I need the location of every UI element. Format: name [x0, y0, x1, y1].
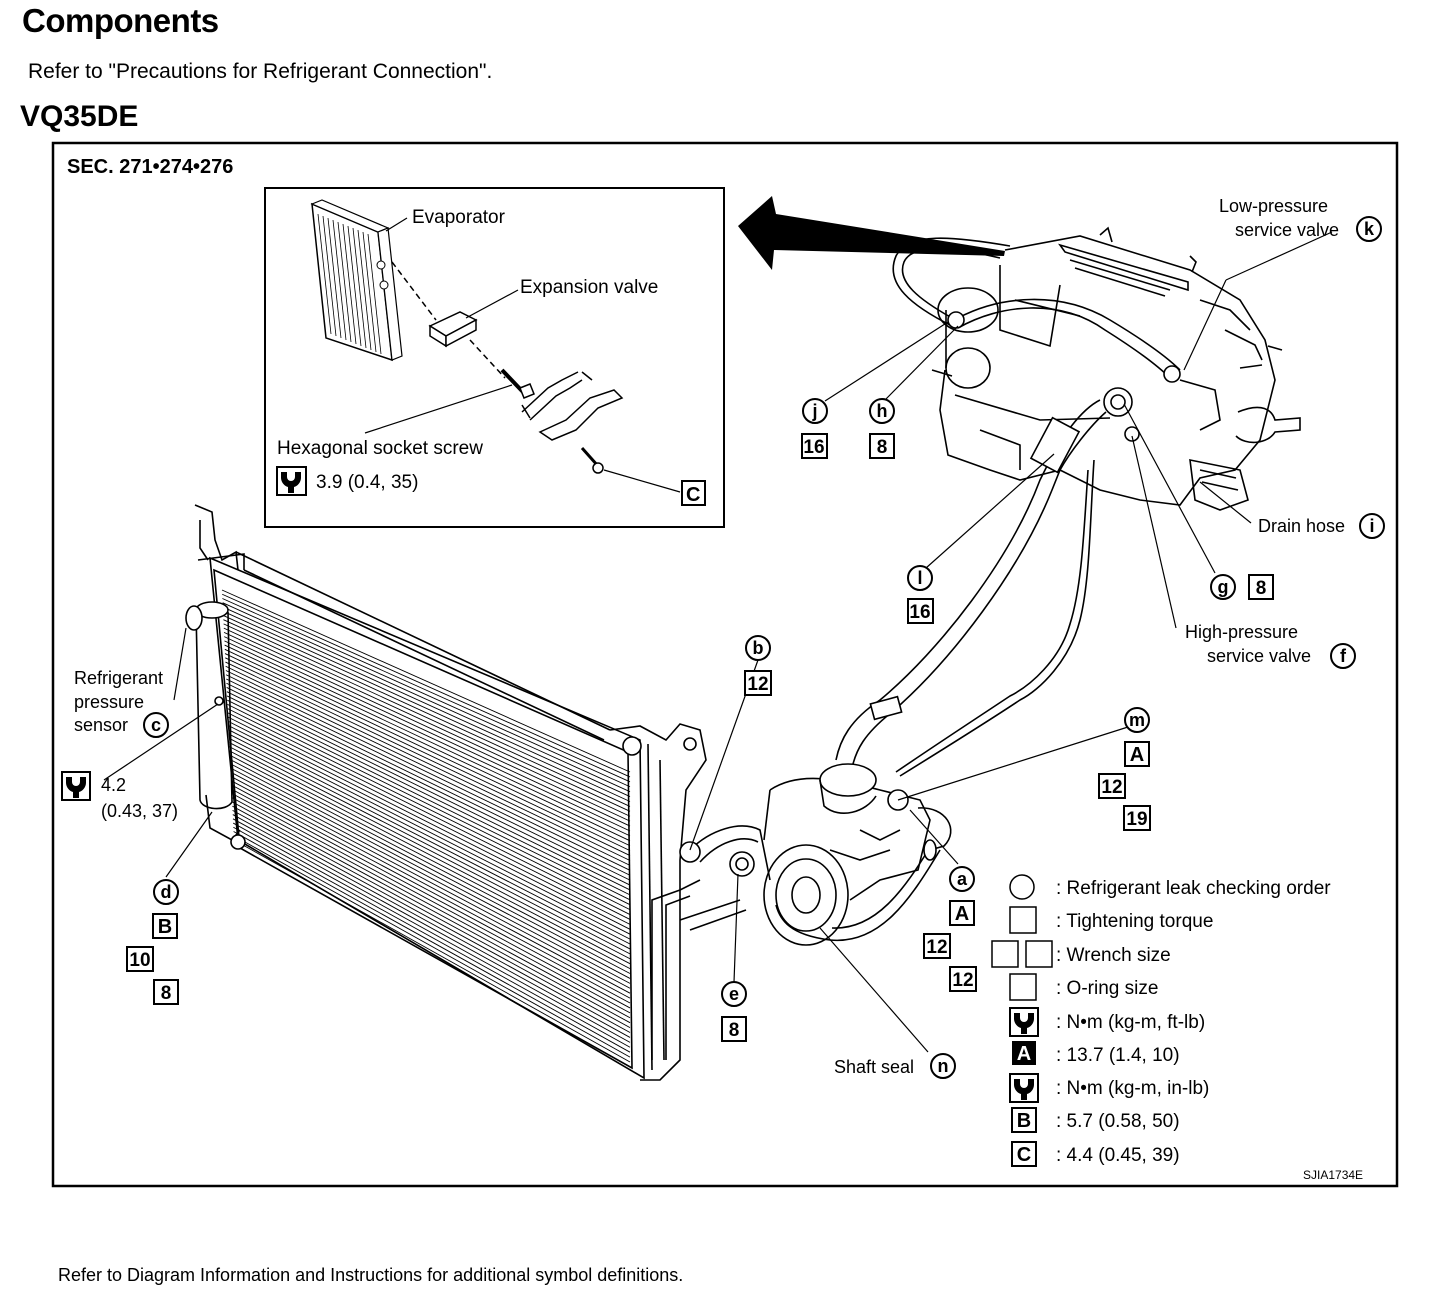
legend-a-box	[1012, 1041, 1036, 1065]
size-g: 8	[1256, 578, 1267, 599]
page-title: Components	[22, 2, 219, 39]
callout-g: g	[1218, 577, 1229, 597]
callout-d: d	[161, 882, 172, 902]
legend-tightening: : Tightening torque	[1056, 911, 1213, 932]
section-number: SEC. 271•274•276	[67, 156, 233, 178]
high-pressure-label-line2: service valve	[1207, 646, 1311, 666]
legend-wrench-nm-ftlb-icon	[1009, 1007, 1039, 1037]
hex-socket-screw-drawing	[500, 368, 535, 399]
inset-pointer-arrow	[738, 196, 1005, 270]
pipe-clip-drawing	[521, 371, 624, 441]
callout-n: n	[938, 1056, 949, 1076]
legend-square-symbol	[1009, 906, 1037, 934]
torque-letter-d: B	[158, 916, 172, 938]
sensor-label-line2: pressure	[74, 692, 144, 712]
torque-letter-a: A	[955, 903, 969, 925]
engine-heading: VQ35DE	[20, 100, 139, 133]
callout-c: c	[151, 715, 161, 735]
legend-b-box	[1011, 1107, 1037, 1133]
size-m2: 19	[1126, 809, 1147, 830]
legend-wrench-box-2	[1025, 940, 1053, 968]
diagram-frame	[51, 141, 1399, 1188]
size-a1: 12	[926, 937, 947, 958]
low-pressure-label-line2: service valve	[1235, 220, 1339, 240]
footer-note: Refer to Diagram Information and Instruc…	[58, 1265, 684, 1285]
legend-circle-symbol	[1009, 874, 1035, 900]
legend-c-letter: C	[1017, 1144, 1031, 1166]
legend-oring-box	[1009, 973, 1037, 1001]
clip-screw-drawing	[580, 447, 604, 474]
sensor-torque-line2: (0.43, 37)	[101, 801, 178, 821]
expansion-valve-label: Expansion valve	[520, 277, 658, 298]
legend-c-box	[1011, 1141, 1037, 1167]
size-a2: 12	[952, 970, 973, 991]
sensor-wrench-nm-ftlb-icon	[61, 771, 91, 801]
torque-letter-m: A	[1130, 744, 1144, 766]
legend-b-letter: B	[1017, 1110, 1031, 1132]
size-b: 12	[747, 674, 768, 695]
high-pressure-label-line1: High-pressure	[1185, 622, 1298, 642]
legend-nm-inlb: : N•m (kg-m, in-lb)	[1056, 1078, 1209, 1099]
legend-leak-order: : Refrigerant leak checking order	[1056, 878, 1331, 899]
evaporator-label: Evaporator	[412, 207, 506, 228]
inset-c-torque-marker: C	[686, 484, 700, 506]
callout-i: i	[1369, 516, 1374, 536]
illustration-code: SJIA1734E	[1303, 1168, 1363, 1182]
legend-wrench-box-1	[991, 940, 1019, 968]
evaporator-inset: Evaporator Expansion valve Hexagonal soc…	[264, 187, 725, 528]
legend-c-value: : 4.4 (0.45, 39)	[1056, 1145, 1180, 1166]
sensor-label-line1: Refrigerant	[74, 668, 163, 688]
legend-a-value: : 13.7 (1.4, 10)	[1056, 1045, 1180, 1066]
compressor-drawing	[679, 763, 952, 946]
callout-h: h	[877, 401, 888, 421]
unit-pipes-drawing	[835, 237, 1181, 777]
callout-e: e	[729, 984, 739, 1004]
symbol-legend: : Refrigerant leak checking order : Tigh…	[991, 874, 1331, 1167]
sensor-label-line3: sensor	[74, 715, 128, 735]
callout-m: m	[1129, 710, 1145, 730]
size-d1: 10	[129, 950, 150, 971]
size-l: 16	[909, 602, 930, 623]
leader-lines	[103, 231, 1333, 1053]
precautions-reference: Refer to "Precautions for Refrigerant Co…	[28, 60, 493, 83]
callout-j: j	[811, 401, 817, 421]
callout-l: l	[917, 568, 922, 588]
legend-nm-ftlb: : N•m (kg-m, ft-lb)	[1056, 1012, 1205, 1033]
callout-f: f	[1340, 646, 1347, 666]
heater-unit-drawing	[931, 226, 1301, 511]
size-m1: 12	[1101, 777, 1122, 798]
callout-k: k	[1364, 219, 1375, 239]
size-j: 16	[803, 437, 824, 458]
expansion-valve-drawing	[428, 311, 478, 348]
hex-screw-label: Hexagonal socket screw	[277, 438, 483, 459]
legend-a-letter: A	[1017, 1043, 1031, 1065]
condenser-drawing	[185, 504, 707, 1081]
hex-screw-torque: 3.9 (0.4, 35)	[316, 472, 418, 493]
drain-hose-label: Drain hose	[1258, 516, 1345, 536]
legend-wrench-size: : Wrench size	[1056, 945, 1171, 966]
legend-oring-size: : O-ring size	[1056, 978, 1158, 999]
callout-a: a	[957, 869, 968, 889]
legend-wrench-nm-inlb-icon	[1009, 1073, 1039, 1103]
low-pressure-label-line1: Low-pressure	[1219, 196, 1328, 216]
shaft-seal-label: Shaft seal	[834, 1057, 914, 1077]
size-h: 8	[877, 437, 888, 458]
legend-b-value: : 5.7 (0.58, 50)	[1056, 1111, 1180, 1132]
wrench-nm-inlb-icon	[276, 466, 307, 496]
sensor-torque-line1: 4.2	[101, 775, 126, 795]
size-e: 8	[729, 1020, 740, 1041]
evaporator-core-drawing	[310, 199, 403, 362]
callout-b: b	[753, 638, 764, 658]
size-d2: 8	[161, 983, 172, 1004]
